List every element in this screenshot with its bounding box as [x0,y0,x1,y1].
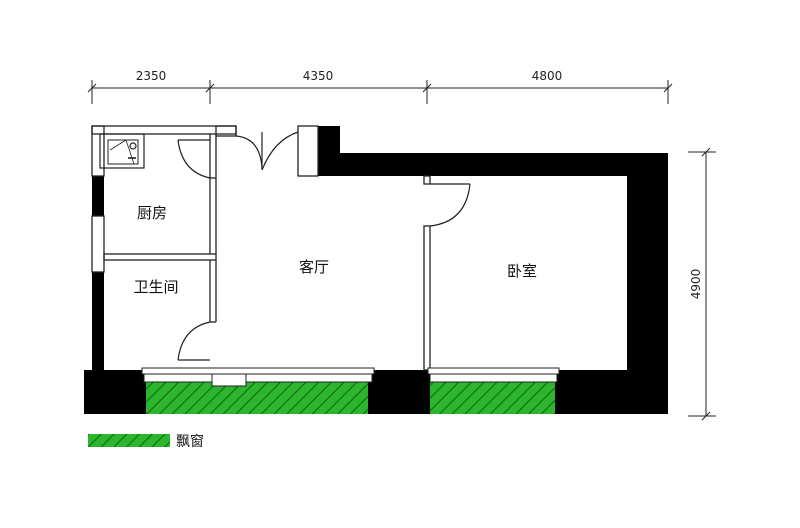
dimension-right: 4900 [689,269,703,300]
room-label-bedroom: 卧室 [507,262,537,280]
dimension-top-2: 4350 [303,69,334,83]
kitchen-sink-icon [99,133,145,169]
legend-label-bay-window: 飘窗 [176,433,204,450]
bay-window-left [141,367,375,414]
doors [177,131,471,361]
walls [84,126,668,414]
bay-window-right [427,367,560,414]
room-label-living-room: 客厅 [299,258,329,276]
partition-walls [91,125,431,371]
dimension-top-3: 4800 [532,69,563,83]
legend-swatch-bay-window [88,434,170,447]
top-dimension-line [87,80,673,104]
right-dimension-line [688,147,716,421]
room-label-kitchen: 厨房 [137,204,167,222]
dimension-top-1: 2350 [136,69,167,83]
room-label-bathroom: 卫生间 [133,278,178,296]
